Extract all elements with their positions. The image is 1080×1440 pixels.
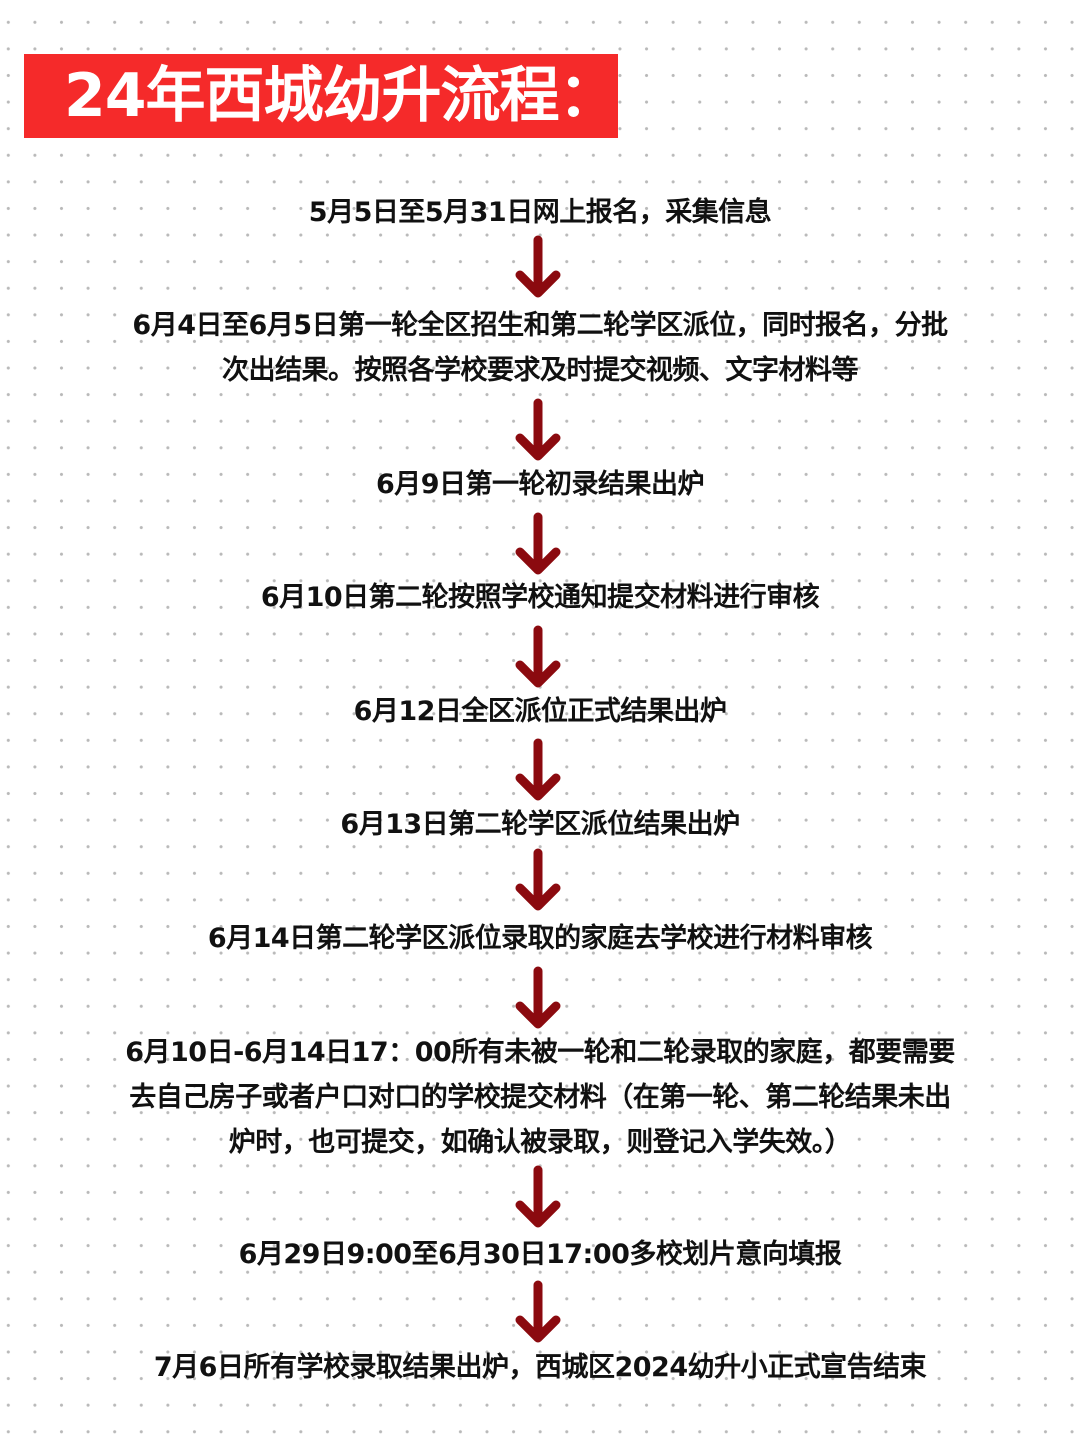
step-line: 6月14日第二轮学区派位录取的家庭去学校进行材料审核 <box>207 923 873 954</box>
step-8: 6月10日-6月14日17：00所有未被一轮和二轮录取的家庭，都要需要去自己房子… <box>40 1030 1040 1165</box>
arrow-down-icon <box>513 398 563 462</box>
step-6: 6月13日第二轮学区派位结果出炉 <box>40 802 1040 847</box>
title-banner: 24年西城幼升流程： <box>24 54 618 138</box>
arrow-down-icon <box>513 235 563 299</box>
step-line: 去自己房子或者户口对口的学校提交材料（在第一轮、第二轮结果未出 <box>129 1082 951 1113</box>
arrow-down-icon <box>513 512 563 576</box>
arrow-down-icon <box>513 625 563 689</box>
step-2: 6月4日至6月5日第一轮全区招生和第二轮学区派位，同时报名，分批次出结果。按照各… <box>40 303 1040 393</box>
step-line: 次出结果。按照各学校要求及时提交视频、文字材料等 <box>222 355 859 386</box>
arrow-down-icon <box>513 1280 563 1344</box>
arrow-down-icon <box>513 1165 563 1229</box>
step-line: 7月6日所有学校录取结果出炉，西城区2024幼升小正式宣告结束 <box>153 1352 927 1383</box>
step-3: 6月9日第一轮初录结果出炉 <box>40 462 1040 507</box>
arrow-down-icon <box>513 966 563 1030</box>
step-line: 6月29日9:00至6月30日17:00多校划片意向填报 <box>238 1239 842 1270</box>
step-1: 5月5日至5月31日网上报名，采集信息 <box>40 190 1040 235</box>
arrow-down-icon <box>513 848 563 912</box>
step-line: 6月10日第二轮按照学校通知提交材料进行审核 <box>260 582 820 613</box>
step-line: 6月12日全区派位正式结果出炉 <box>353 696 727 727</box>
step-line: 5月5日至5月31日网上报名，采集信息 <box>308 197 772 228</box>
page-title: 24年西城幼升流程： <box>64 61 618 131</box>
step-line: 炉时，也可提交，如确认被录取，则登记入学失效。） <box>228 1127 852 1158</box>
step-line: 6月10日-6月14日17：00所有未被一轮和二轮录取的家庭，都要需要 <box>125 1037 955 1068</box>
step-5: 6月12日全区派位正式结果出炉 <box>40 689 1040 734</box>
step-9: 6月29日9:00至6月30日17:00多校划片意向填报 <box>40 1232 1040 1277</box>
step-4: 6月10日第二轮按照学校通知提交材料进行审核 <box>40 575 1040 620</box>
step-7: 6月14日第二轮学区派位录取的家庭去学校进行材料审核 <box>40 916 1040 961</box>
step-line: 6月4日至6月5日第一轮全区招生和第二轮学区派位，同时报名，分批 <box>132 310 948 341</box>
step-line: 6月9日第一轮初录结果出炉 <box>375 469 705 500</box>
step-line: 6月13日第二轮学区派位结果出炉 <box>340 809 740 840</box>
arrow-down-icon <box>513 738 563 802</box>
step-10: 7月6日所有学校录取结果出炉，西城区2024幼升小正式宣告结束 <box>40 1345 1040 1390</box>
